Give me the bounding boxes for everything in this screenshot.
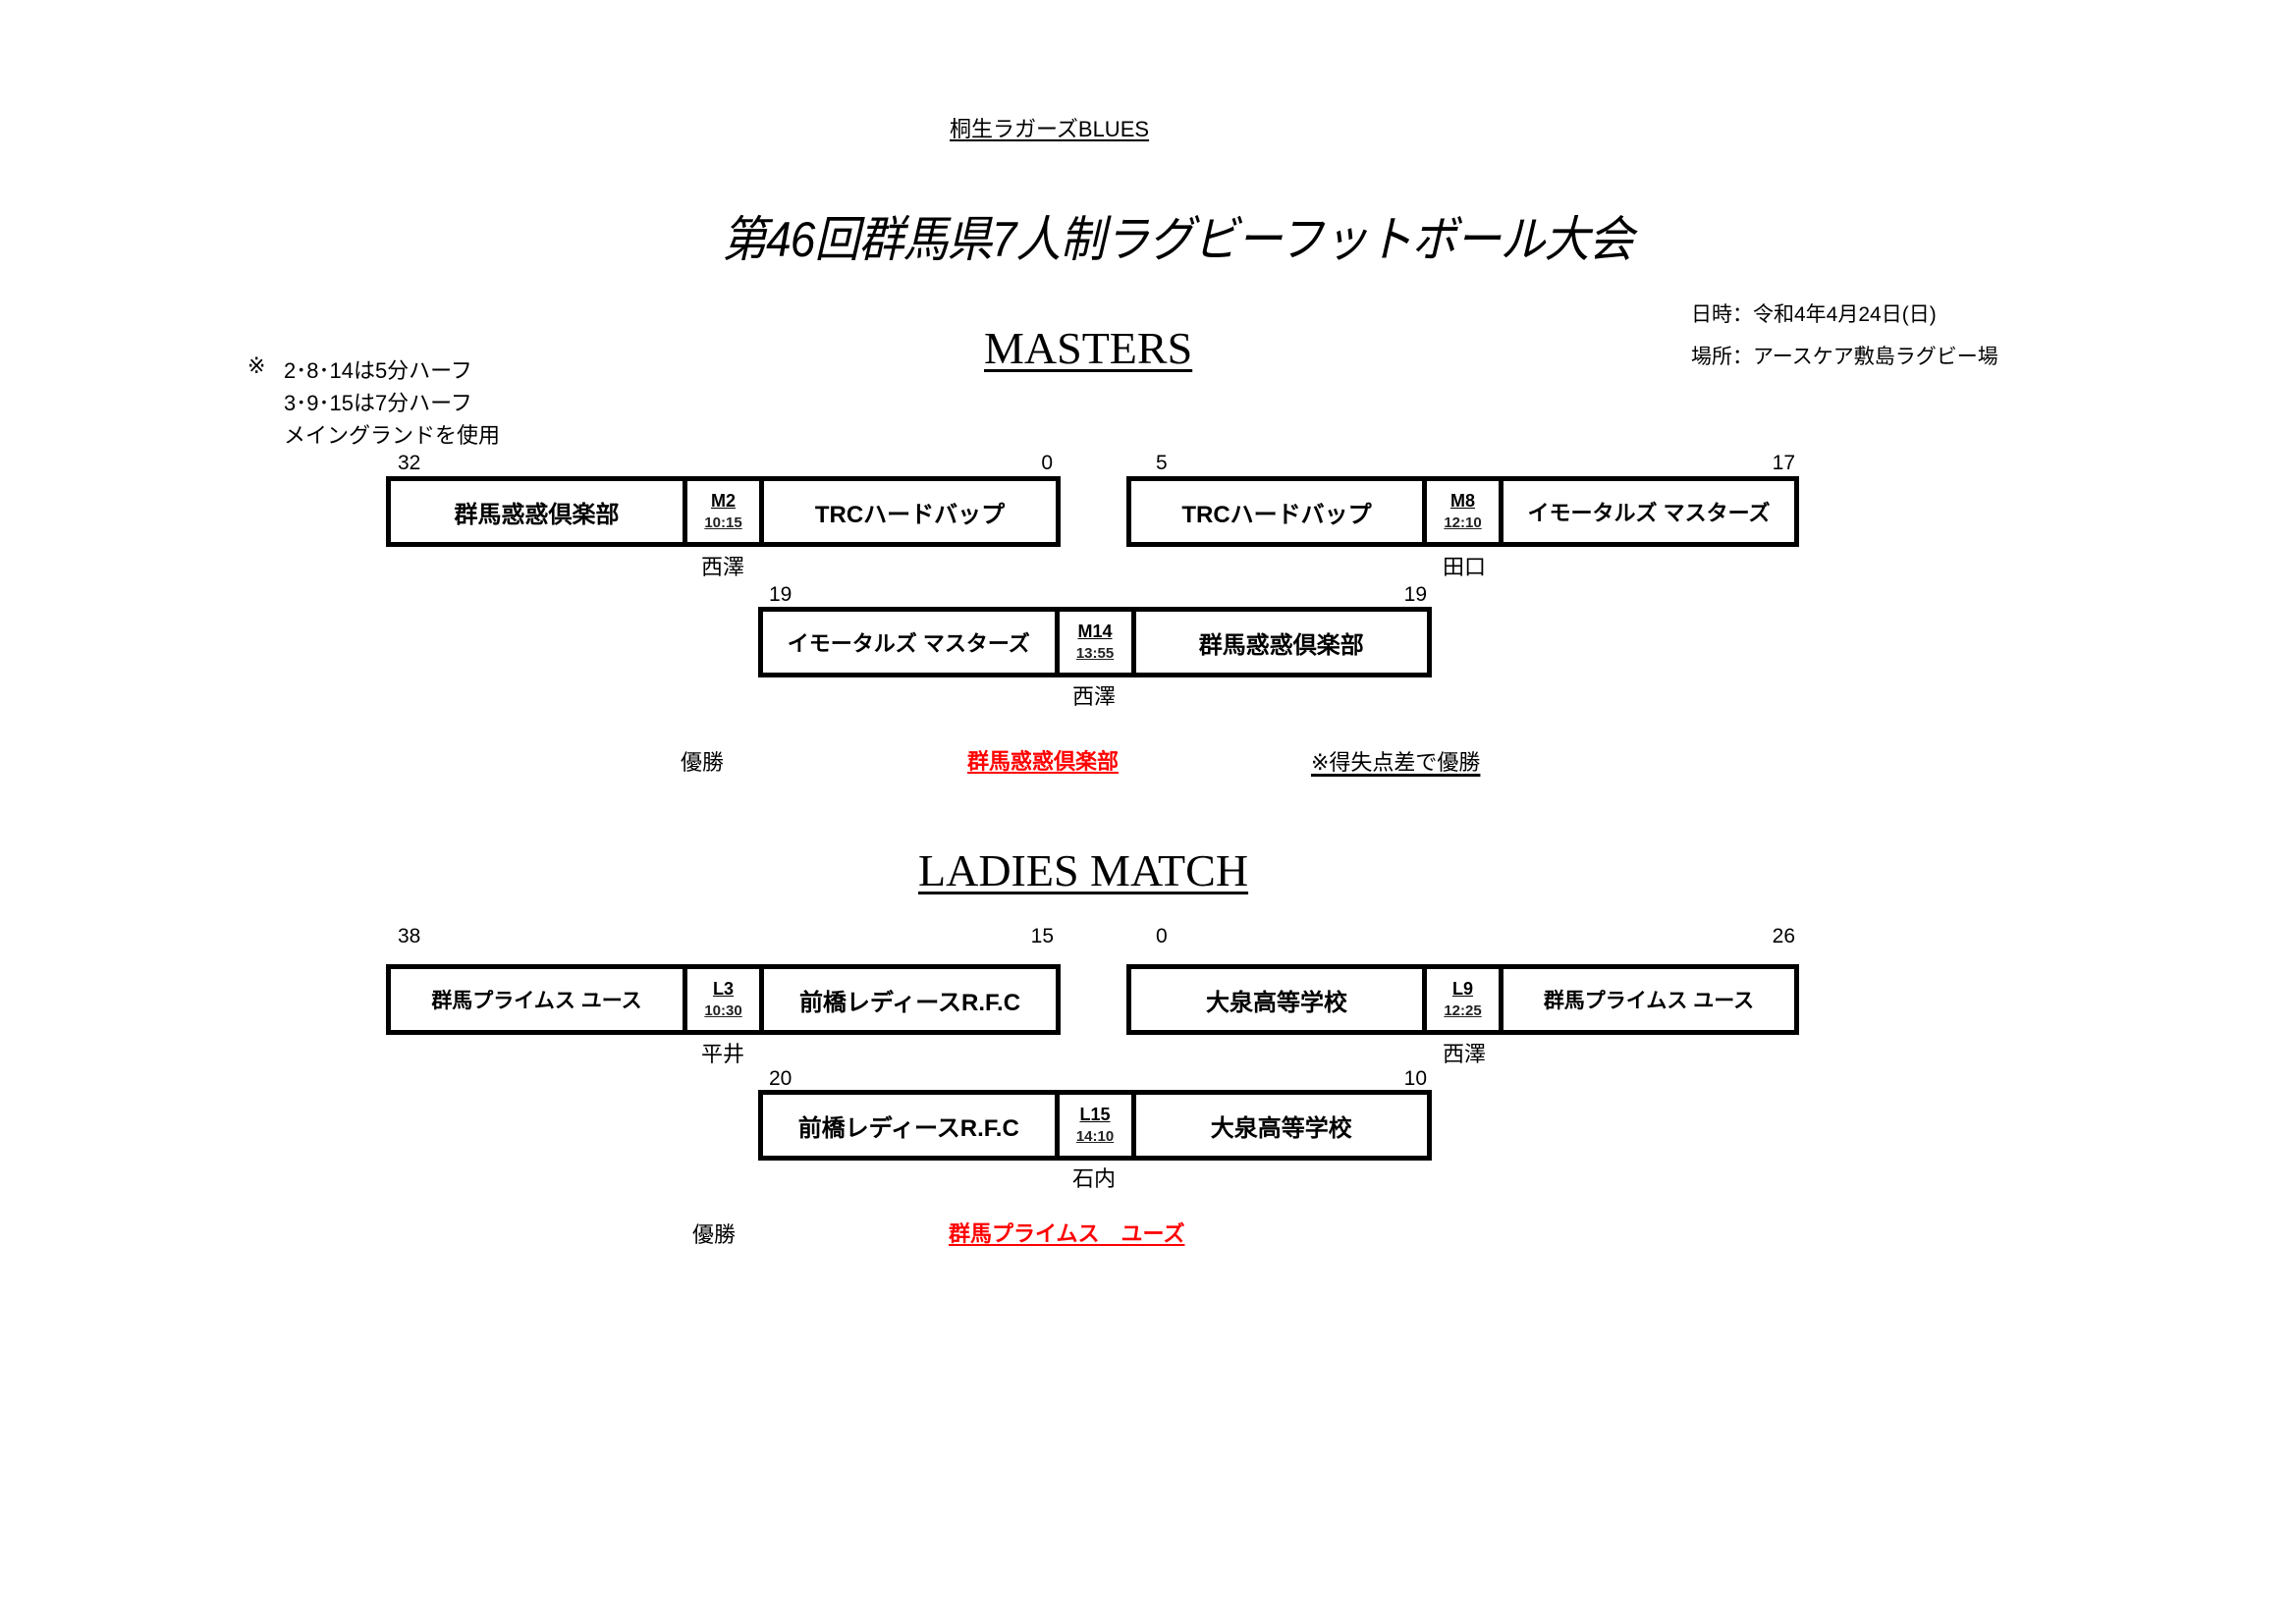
l15-code: L15: [1079, 1105, 1111, 1124]
l15-away-score: 10: [1403, 1067, 1427, 1090]
l3-away-score: 15: [1030, 925, 1054, 947]
masters-champion-label: 優勝: [681, 750, 725, 775]
m8-home-team: TRCハードバップ: [1181, 501, 1372, 528]
match-box-m2: 群馬惑惑倶楽部 M2 10:15 TRCハードバップ: [386, 476, 1061, 547]
note-mark: ※: [247, 353, 266, 378]
l15-time: 14:10: [1075, 1128, 1115, 1145]
l9-time: 12:25: [1444, 1002, 1482, 1019]
l3-code: L3: [712, 979, 734, 999]
l15-home-team: 前橋レディースR.F.C: [797, 1114, 1019, 1142]
masters-champion-note: ※得失点差で優勝: [1311, 750, 1481, 775]
ladies-champion: 群馬プライムス ユーズ: [949, 1221, 1185, 1246]
m8-code: M8: [1449, 491, 1475, 511]
match-box-m8: TRCハードバップ M8 12:10 イモータルズ マスターズ: [1126, 476, 1799, 547]
match-box-l9: 大泉高等学校 L9 12:25 群馬プライムス ユース: [1126, 964, 1799, 1035]
m14-away-score: 19: [1403, 583, 1427, 606]
ladies-heading: LADIES MATCH: [918, 845, 1249, 895]
m2-away-score: 0: [1041, 452, 1053, 474]
ladies-champion-label: 優勝: [692, 1222, 737, 1247]
note-line-1: 2･8･14は5分ハーフ: [284, 358, 472, 383]
m2-code: M2: [710, 491, 736, 511]
m2-referee: 西澤: [700, 555, 744, 579]
l3-home-score: 38: [398, 925, 421, 947]
organizer-label: 桐生ラガーズBLUES: [950, 117, 1150, 141]
m8-home-score: 5: [1156, 452, 1168, 474]
m14-home-team: イモータルズ マスターズ: [787, 631, 1030, 656]
m2-match-info: M2 10:15: [683, 481, 764, 542]
l3-match-info: L3 10:30: [683, 969, 764, 1030]
match-box-l15: 前橋レディースR.F.C L15 14:10 大泉高等学校: [758, 1090, 1432, 1161]
m8-time: 12:10: [1444, 514, 1482, 531]
l9-away-team: 群馬プライムス ユース: [1543, 990, 1755, 1012]
m2-home-score: 32: [398, 452, 421, 474]
note-line-2: 3･9･15は7分ハーフ: [284, 391, 472, 415]
l15-home-score: 20: [769, 1067, 793, 1090]
m2-away-team: TRCハードバップ: [814, 501, 1006, 528]
event-date: 日時：令和4年4月24日(日): [1691, 303, 1937, 326]
l15-referee: 石内: [1071, 1166, 1116, 1191]
m14-home-score: 19: [769, 583, 793, 606]
m2-time: 10:15: [704, 514, 742, 531]
match-box-m14: イモータルズ マスターズ M14 13:55 群馬惑惑倶楽部: [758, 607, 1432, 677]
l15-away-team: 大泉高等学校: [1210, 1114, 1352, 1142]
l9-match-info: L9 12:25: [1422, 969, 1503, 1030]
m14-referee: 西澤: [1071, 684, 1116, 709]
m14-match-info: M14 13:55: [1054, 612, 1136, 673]
m14-away-team: 群馬惑惑倶楽部: [1198, 631, 1364, 659]
l3-away-team: 前橋レディースR.F.C: [798, 989, 1021, 1016]
masters-heading: MASTERS: [984, 323, 1193, 373]
note-line-3: メイングランドを使用: [284, 423, 501, 448]
event-venue: 場所：アースケア敷島ラグビー場: [1691, 346, 1998, 368]
l3-home-team: 群馬プライムス ユース: [431, 990, 642, 1012]
m8-away-team: イモータルズ マスターズ: [1527, 501, 1771, 525]
m2-home-team: 群馬惑惑倶楽部: [454, 501, 620, 528]
l3-time: 10:30: [704, 1002, 742, 1019]
m14-code: M14: [1077, 622, 1113, 641]
page-title: 第46回群馬県7人制ラグビーフットボール大会: [722, 212, 1634, 267]
match-box-l3: 群馬プライムス ユース L3 10:30 前橋レディースR.F.C: [386, 964, 1061, 1035]
m14-time: 13:55: [1075, 645, 1115, 662]
masters-champion: 群馬惑惑倶楽部: [967, 749, 1120, 774]
l9-home-score: 0: [1156, 925, 1168, 947]
l9-code: L9: [1451, 979, 1473, 999]
m8-away-score: 17: [1772, 452, 1795, 474]
m8-match-info: M8 12:10: [1422, 481, 1503, 542]
l9-referee: 西澤: [1442, 1042, 1486, 1066]
l15-match-info: L15 14:10: [1054, 1095, 1136, 1156]
l9-home-team: 大泉高等学校: [1206, 989, 1347, 1016]
l3-referee: 平井: [700, 1042, 744, 1066]
m8-referee: 田口: [1442, 555, 1486, 579]
l9-away-score: 26: [1772, 925, 1795, 947]
